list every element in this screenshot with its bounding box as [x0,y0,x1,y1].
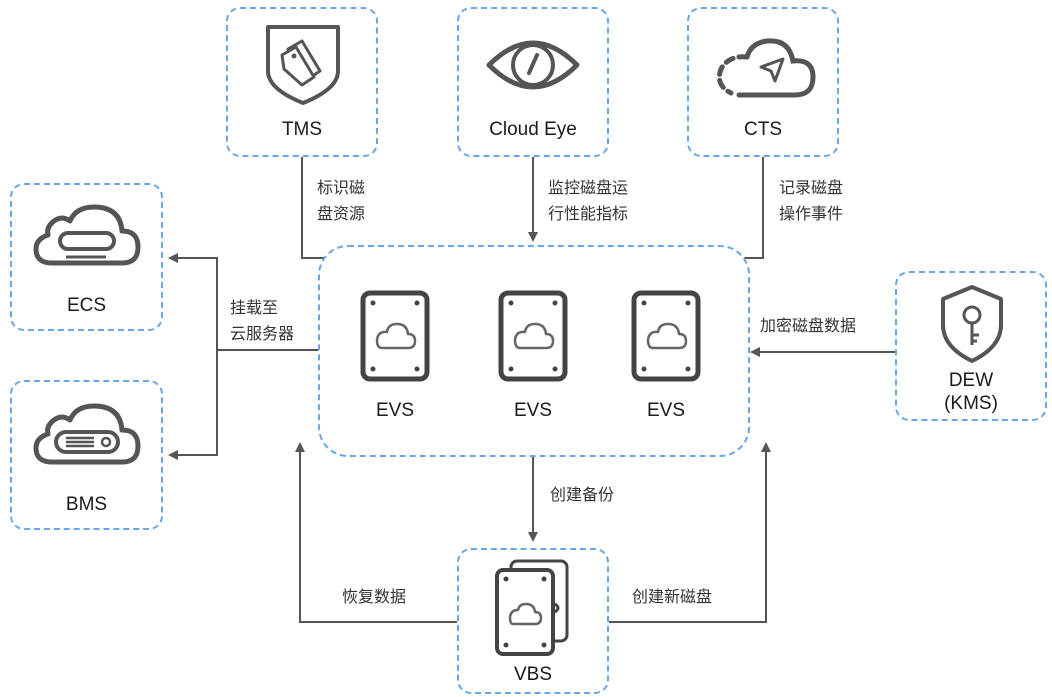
vbs-node[interactable]: VBS [457,548,609,694]
edge-label-cloudeye: 监控磁盘运 行性能指标 [548,178,629,223]
disk-cloud-icon [498,290,568,382]
key-shield-icon [941,285,1003,363]
evs-label-2: EVS [513,400,553,421]
cloud-send-icon [716,38,816,98]
ecs-label: ECS [66,295,107,316]
edge-label-backup: 创建备份 [550,485,615,504]
cloud-eye-label: Cloud Eye [489,119,577,140]
restore-arrow [295,442,457,623]
disk-cloud-icon [631,290,701,382]
ecs-node[interactable]: ECS [10,183,163,331]
bms-label: BMS [65,494,108,515]
ecs-arrow [168,253,218,350]
cloud-baremetal-icon [33,403,141,465]
edge-label-newdisk: 创建新磁盘 [632,587,713,606]
edge-label-tms: 标识磁 盘资源 [317,178,366,223]
bms-node[interactable]: BMS [10,380,163,530]
bms-arrow [168,350,218,460]
eye-icon [486,40,580,90]
cts-node[interactable]: CTS [687,7,839,157]
cts-label: CTS [744,119,782,140]
backup-disk-icon [495,559,569,656]
cloud-eye-node[interactable]: Cloud Eye [457,7,609,157]
edge-label-mount: 挂载至 云服务器 [230,298,295,343]
disk-cloud-icon [360,290,430,382]
edge-label-dew: 加密磁盘数据 [760,316,857,335]
dew-node[interactable]: DEW (KMS) [895,271,1047,421]
tms-label: TMS [281,119,323,140]
dew-label: DEW (KMS) [944,370,998,414]
tms-node[interactable]: TMS [226,7,378,157]
edge-label-restore: 恢复数据 [342,587,407,606]
tag-shield-icon [266,25,340,105]
newdisk-arrow [609,442,771,623]
vbs-label: VBS [513,664,553,685]
cloud-server-icon [33,204,141,266]
evs-label-3: EVS [646,400,686,421]
evs-group [318,245,750,457]
cts-arrow [722,157,764,263]
edge-label-cts: 记录磁盘 操作事件 [779,178,844,223]
evs-label-1: EVS [375,400,415,421]
